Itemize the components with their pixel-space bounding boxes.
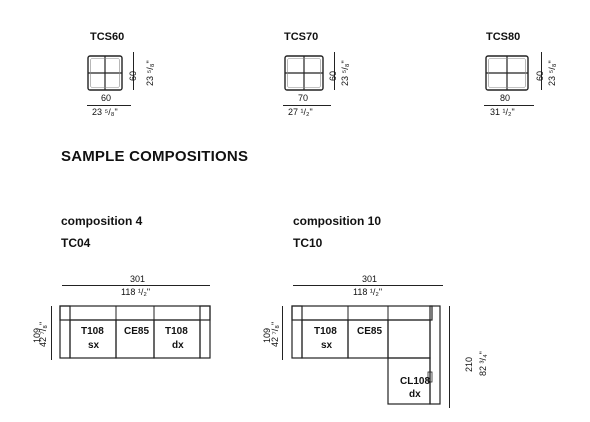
composition-10-depth2-in: 82 ³/₄" [478,351,488,376]
module-code-tcs80: TCS80 [486,31,521,43]
composition-10-drawing [291,305,441,405]
module-depth-in-tcs80: 23 ⁵/₈" [547,60,557,86]
composition-4-depth-in: 42 ⁷/₈" [38,321,48,347]
composition-4-depth-line [51,306,52,360]
composition-4-piece-2-code: CE85 [124,326,150,337]
composition-10-depth2-cm: 210 [464,356,474,372]
composition-4-piece-1-code: T108 [81,326,104,337]
module-drawing-tcs70 [284,55,324,91]
composition-10-code: TC10 [293,236,323,250]
module-width-cm-tcs70: 70 [298,93,309,103]
module-dim-line-v-tcs70 [334,52,335,90]
composition-10-piece-1-side: sx [321,340,333,351]
composition-10-piece-1-code: T108 [314,326,337,337]
composition-4-piece-1-side: sx [88,340,100,351]
module-depth-in-tcs60: 23 ⁵/₈" [145,60,155,86]
module-dim-line-h-tcs70 [283,105,331,106]
composition-10-width-cm: 301 [362,274,378,284]
composition-10-piece-3-code: CL108 [400,376,431,387]
module-width-in-tcs60: 23 ⁵/₈" [92,107,118,117]
module-width-in-tcs80: 31 ¹/₂" [490,107,515,117]
module-drawing-tcs60 [87,55,123,91]
composition-10-depth2-line [449,306,450,408]
module-width-cm-tcs80: 80 [500,93,511,103]
module-code-tcs60: TCS60 [90,31,125,43]
module-depth-cm-tcs80: 60 [535,70,545,81]
module-dim-line-h-tcs80 [484,105,534,106]
module-drawing-tcs80 [485,55,529,91]
composition-10-depth-in: 42 ⁷/₈" [270,321,280,347]
composition-10-piece-2-code: CE85 [357,326,383,337]
composition-4-width-in: 118 ¹/₂" [121,287,151,297]
composition-10-name: composition 10 [293,214,382,228]
module-code-tcs70: TCS70 [284,31,319,43]
composition-10-width-line [293,285,443,286]
module-width-cm-tcs60: 60 [101,93,112,103]
composition-4-piece-3-side: dx [172,340,184,351]
composition-4-name: composition 4 [61,214,143,228]
module-depth-in-tcs70: 23 ⁵/₈" [340,60,350,86]
composition-10-depth-line [282,306,283,360]
composition-10-width-in: 118 ¹/₂" [353,287,383,297]
module-dim-line-h-tcs60 [87,105,131,106]
module-dim-line-v-tcs60 [133,52,134,90]
module-depth-cm-tcs70: 60 [328,70,338,81]
module-depth-cm-tcs60: 60 [128,70,138,81]
module-width-in-tcs70: 27 ¹/₂" [288,107,313,117]
composition-4-piece-3-code: T108 [165,326,188,337]
section-title: SAMPLE COMPOSITIONS [61,148,249,165]
composition-4-width-line [62,285,210,286]
composition-4-drawing [59,305,211,359]
module-dim-line-v-tcs80 [541,52,542,90]
composition-10-piece-3-side: dx [409,389,421,400]
composition-4-code: TC04 [61,236,91,250]
composition-4-width-cm: 301 [130,274,146,284]
